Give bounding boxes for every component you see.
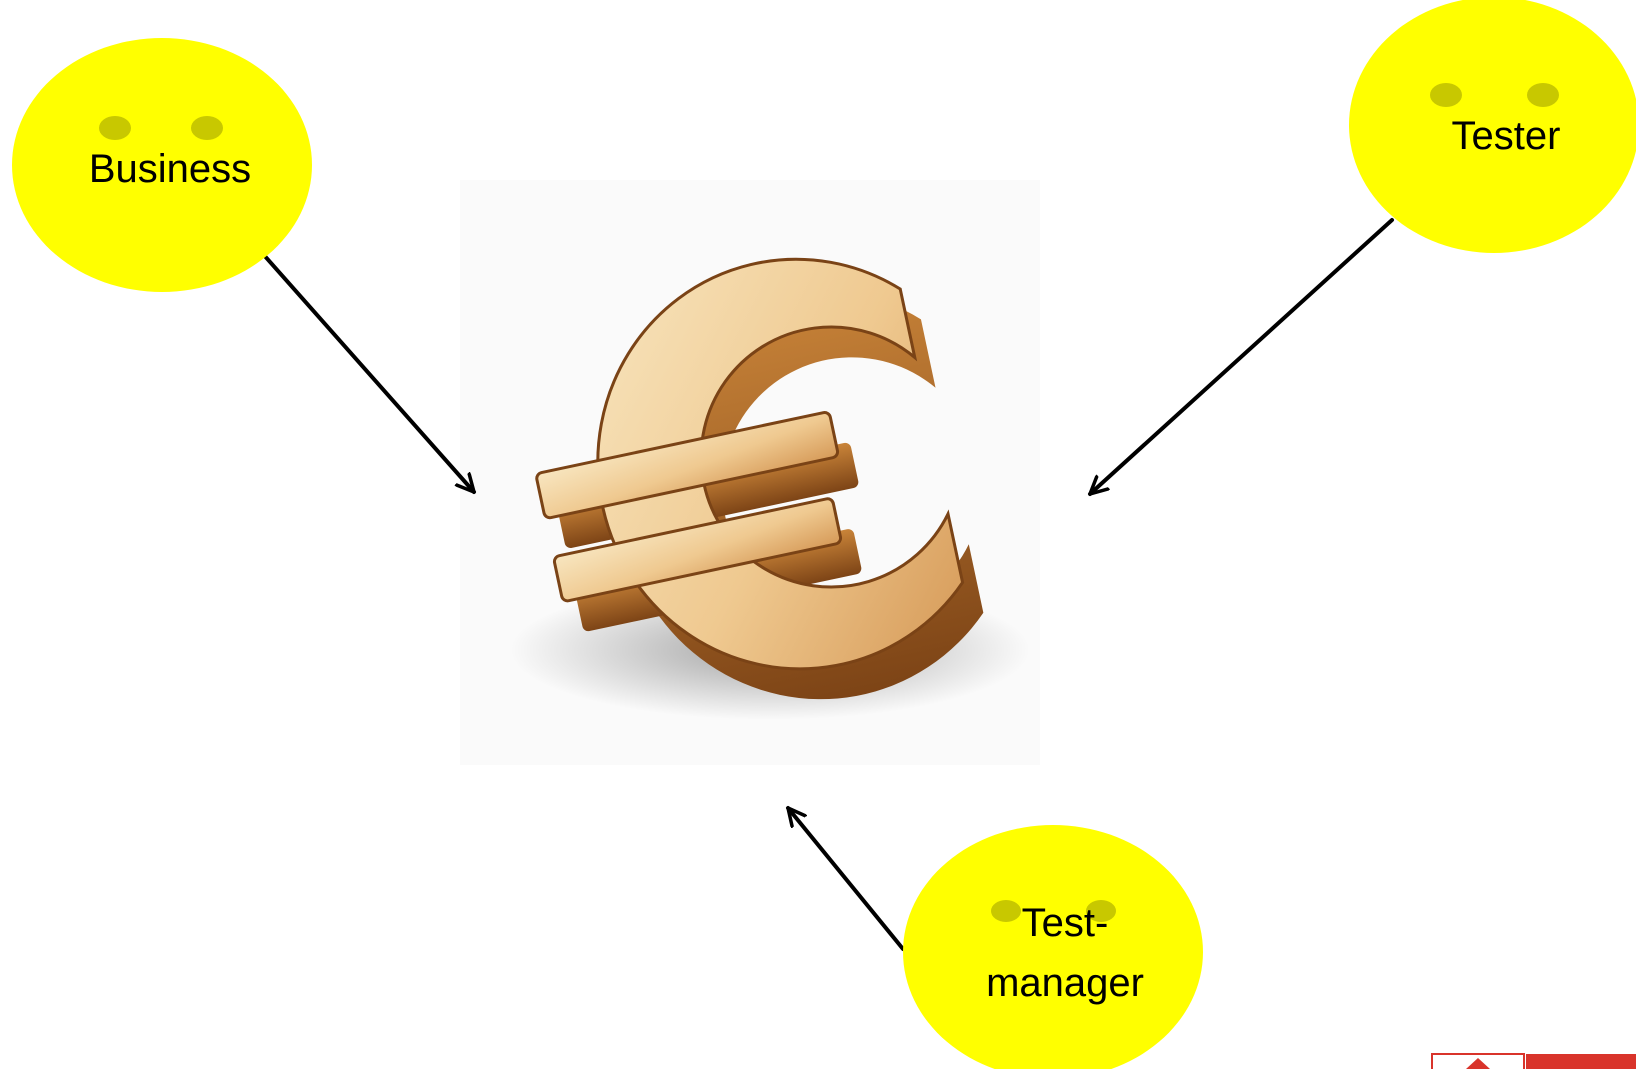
right-eye-icon	[1527, 83, 1559, 107]
tester-label: Tester	[1452, 114, 1561, 158]
arrow-tester-to-euro	[1088, 218, 1394, 496]
left-eye-icon	[99, 116, 131, 140]
euro-icon	[460, 180, 1040, 765]
right-eye-icon	[191, 116, 223, 140]
corner-logo	[1431, 1053, 1636, 1069]
left-eye-icon	[991, 900, 1021, 922]
test-manager-label-line-1: Test-	[1022, 901, 1109, 945]
arrow-testmanager-to-euro	[786, 806, 905, 951]
test-manager-face: Test- manager	[903, 825, 1203, 1069]
left-eye-icon	[1430, 83, 1462, 107]
smiley-face-icon	[12, 38, 312, 292]
smiley-face-icon	[903, 825, 1203, 1069]
arrow-business-to-euro	[253, 243, 476, 494]
smiley-face-icon	[1349, 0, 1636, 253]
tester-face: Tester	[1349, 0, 1636, 253]
business-face: Business	[12, 38, 312, 292]
right-eye-icon	[1086, 900, 1116, 922]
test-manager-label-line-2: manager	[986, 961, 1144, 1005]
business-label: Business	[89, 147, 251, 191]
